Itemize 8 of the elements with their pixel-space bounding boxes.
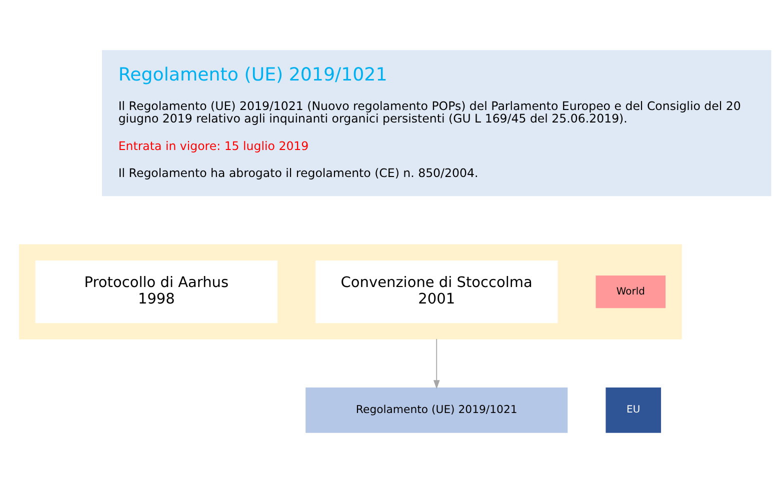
cluster bbox=[19, 244, 682, 340]
node-box: EU bbox=[606, 387, 662, 433]
node-box: Regolamento (UE) 2019/1021 bbox=[306, 387, 568, 433]
node-box: World bbox=[596, 276, 666, 308]
node-box: Convenzione di Stoccolma 2001 bbox=[316, 260, 558, 324]
arrow bbox=[433, 338, 440, 390]
node-box: Regolamento (UE) 2019/1021 Il Regolamento (UE) 2019/1021 (Nuovo regolamento POPs) del Parlamento Europeo e del Consiglio del 20 giugno 2019 relativo agli inquinanti organici persistenti (GU L 169/45 del 25.06.2019). Entrata in vigore: 15 luglio 2019 Il Regolamento ha abrogato il regolamento (CE) n. 850/2004. bbox=[102, 50, 772, 196]
node-box: Protocollo di Aarhus 1998 bbox=[35, 260, 278, 324]
